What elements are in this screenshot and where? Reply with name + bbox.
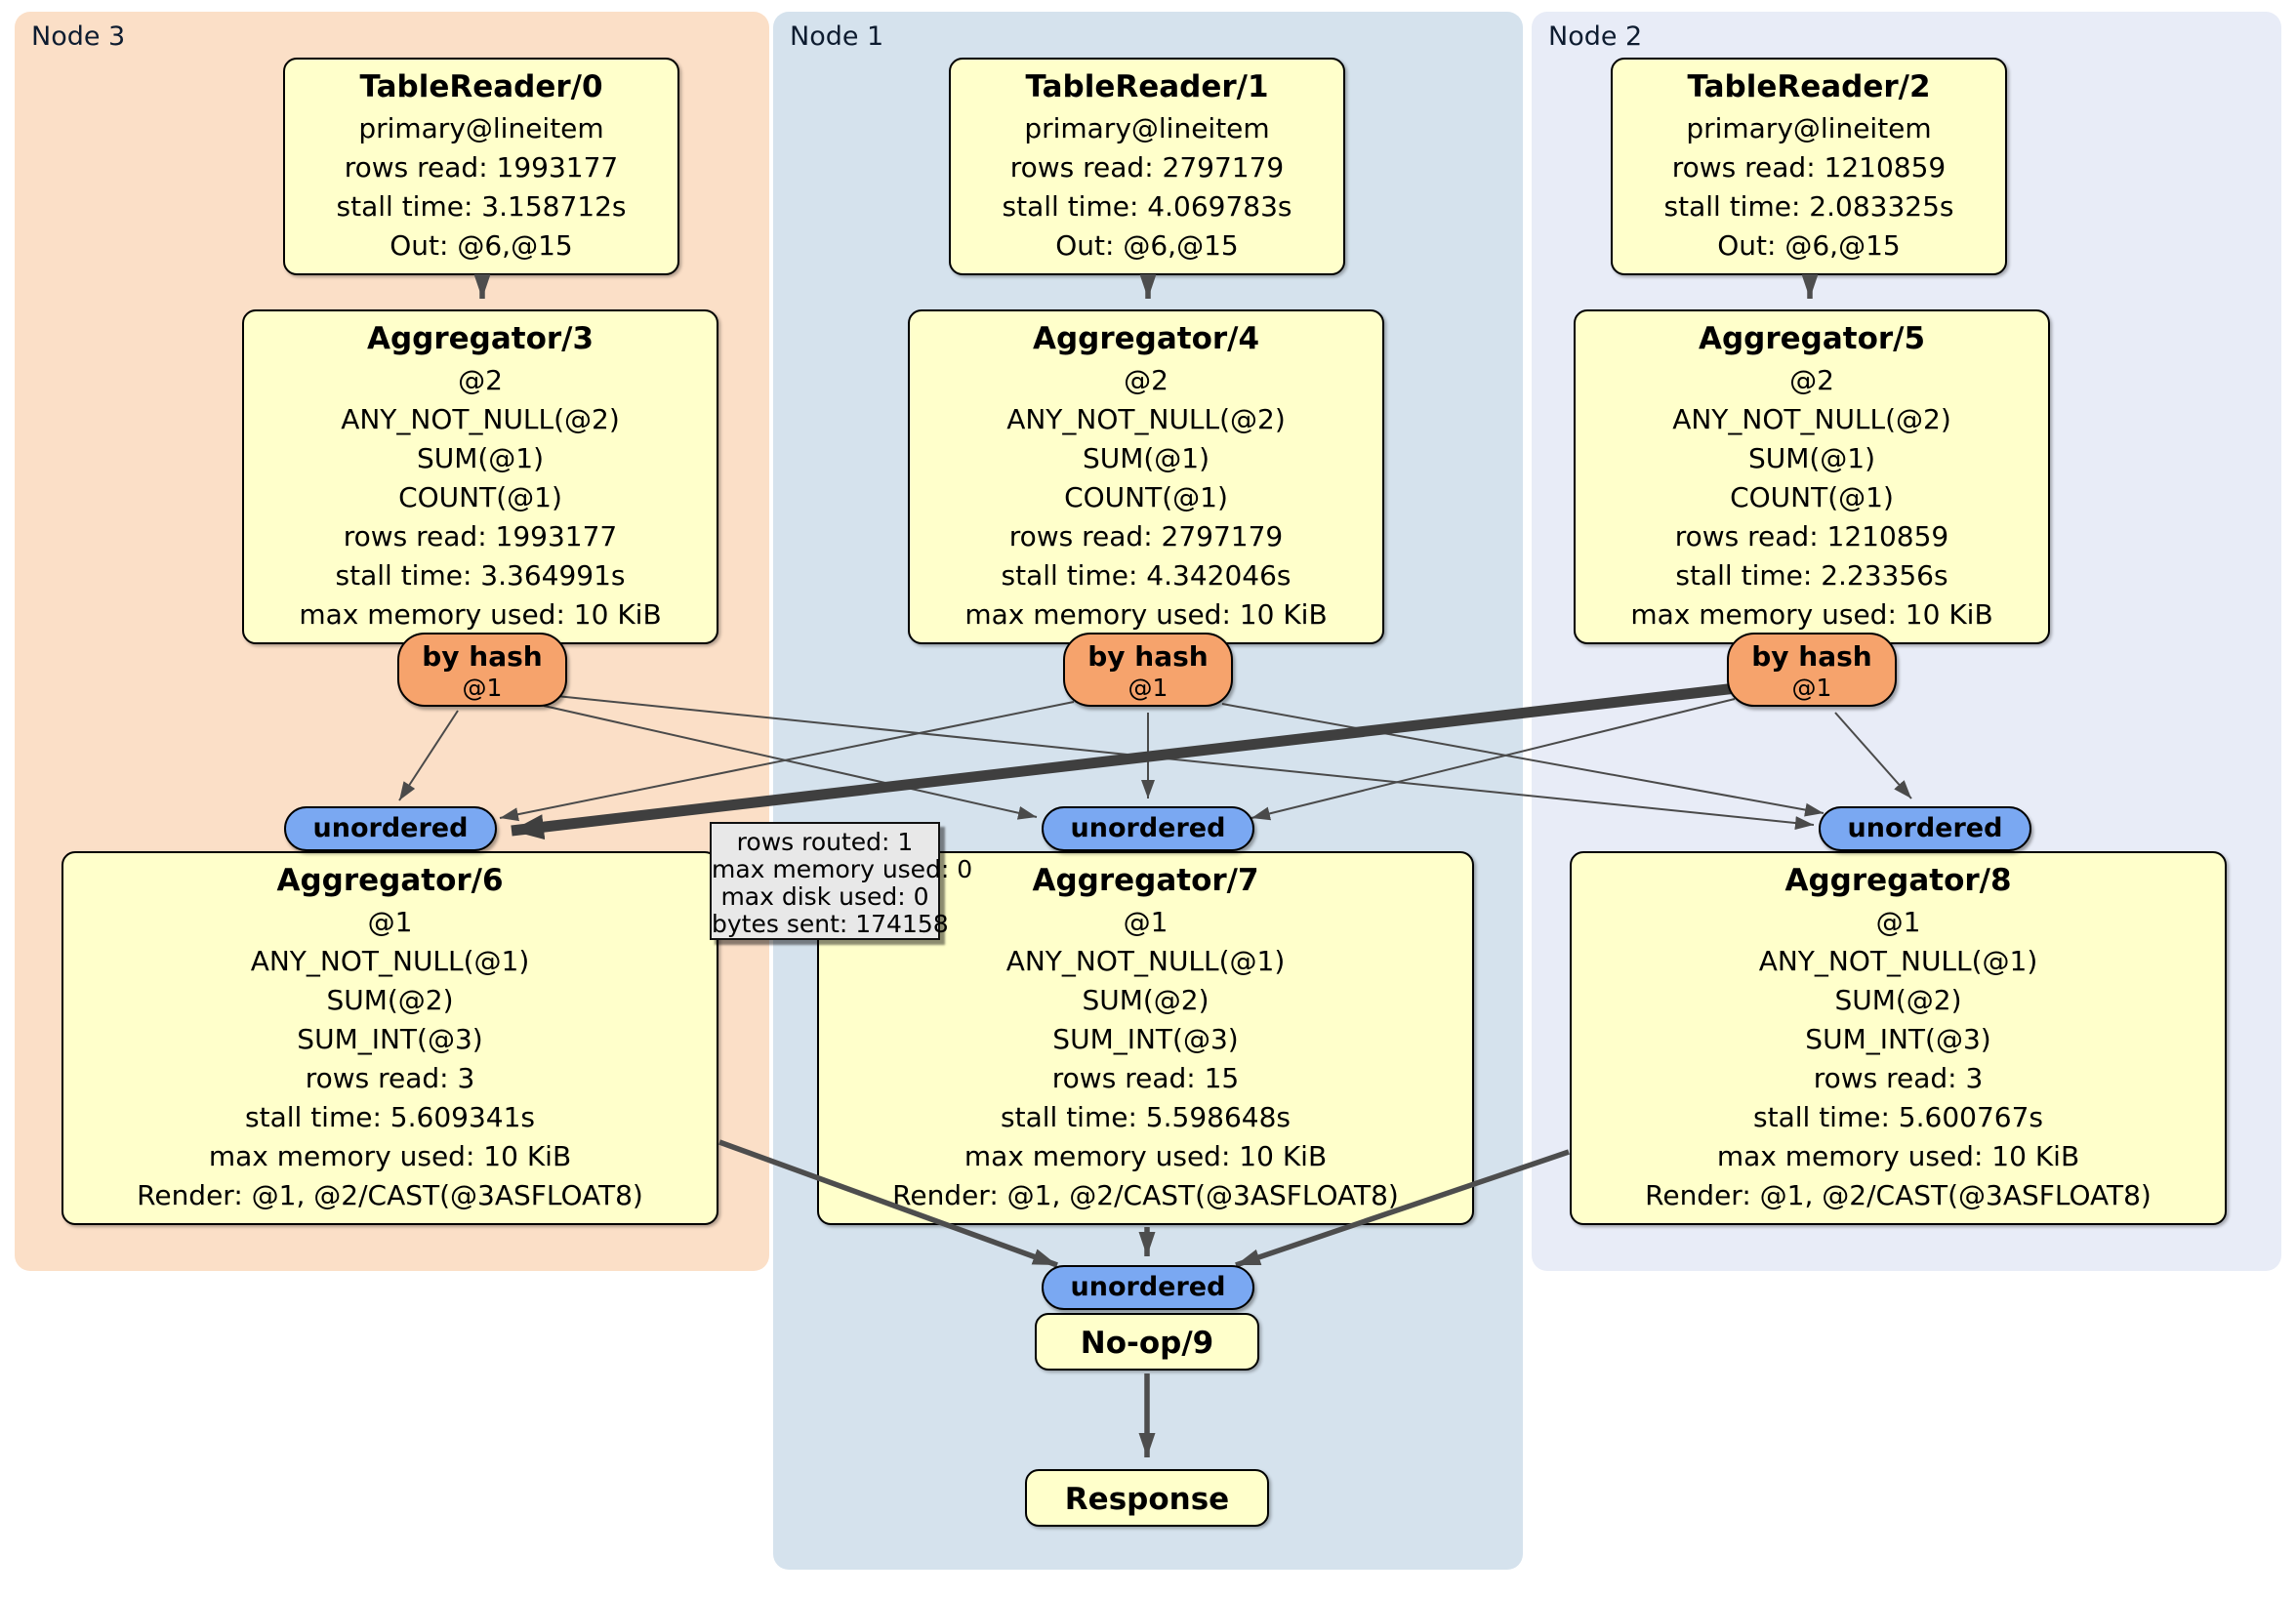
node-noop-9[interactable]: No-op/9	[1035, 1313, 1259, 1371]
box-line: Render: @1, @2/CAST(@3ASFLOAT8)	[137, 1179, 643, 1211]
sync-unordered-node1[interactable]: unordered	[1042, 806, 1254, 851]
box-line: ANY_NOT_NULL(@1)	[1758, 945, 2038, 977]
box-title: Aggregator/7	[1032, 863, 1259, 898]
router-by-hash-node3[interactable]: by hash @1	[397, 633, 567, 707]
box-title: TableReader/2	[1687, 69, 1931, 104]
box-line: Out: @6,@15	[1717, 229, 1901, 262]
box-title: No-op/9	[1080, 1326, 1214, 1361]
box-line: ANY_NOT_NULL(@2)	[341, 403, 620, 435]
box-line: SUM(@1)	[1082, 442, 1210, 474]
box-line: primary@lineitem	[358, 112, 604, 144]
by-hash-label: by hash	[1751, 640, 1872, 673]
box-line: stall time: 5.600767s	[1753, 1101, 2043, 1133]
box-line: max memory used: 10 KiB	[208, 1140, 572, 1172]
box-line: max memory used: 10 KiB	[1716, 1140, 2080, 1172]
box-title: Aggregator/4	[1032, 321, 1260, 356]
box-title: TableReader/1	[1025, 69, 1269, 104]
box-line: max memory used: 10 KiB	[1630, 598, 1993, 631]
box-line: COUNT(@1)	[1730, 481, 1894, 513]
box-line: @1	[1123, 906, 1168, 938]
box-line: Out: @6,@15	[390, 229, 573, 262]
box-line: stall time: 5.609341s	[245, 1101, 535, 1133]
box-line: ANY_NOT_NULL(@2)	[1672, 403, 1951, 435]
box-line: max memory used: 10 KiB	[299, 598, 662, 631]
box-line: max memory used: 10 KiB	[964, 598, 1328, 631]
node-aggregator-4[interactable]: Aggregator/4 @2 ANY_NOT_NULL(@2) SUM(@1)…	[908, 309, 1384, 644]
box-line: rows read: 1210859	[1671, 151, 1947, 184]
by-hash-label: by hash	[422, 640, 543, 673]
box-line: SUM(@1)	[416, 442, 545, 474]
by-hash-column: @1	[1791, 674, 1832, 702]
box-line: rows read: 15	[1051, 1062, 1240, 1094]
node-response[interactable]: Response	[1025, 1469, 1269, 1527]
node-aggregator-8[interactable]: Aggregator/8 @1 ANY_NOT_NULL(@1) SUM(@2)…	[1570, 851, 2227, 1225]
box-title: Aggregator/5	[1698, 321, 1926, 356]
box-line: SUM(@1)	[1747, 442, 1876, 474]
node-aggregator-5[interactable]: Aggregator/5 @2 ANY_NOT_NULL(@2) SUM(@1)…	[1574, 309, 2050, 644]
box-line: @2	[458, 364, 503, 396]
router-by-hash-node2[interactable]: by hash @1	[1727, 633, 1897, 707]
by-hash-label: by hash	[1087, 640, 1209, 673]
box-title: Response	[1064, 1482, 1230, 1517]
box-line: rows read: 1993177	[344, 151, 619, 184]
box-line: stall time: 3.364991s	[335, 559, 626, 592]
box-line: COUNT(@1)	[1064, 481, 1228, 513]
box-line: rows read: 3	[305, 1062, 475, 1094]
box-line: stall time: 5.598648s	[1001, 1101, 1291, 1133]
box-line: rows read: 1993177	[343, 520, 618, 553]
box-line: stall time: 2.083325s	[1663, 190, 1954, 223]
box-line: @1	[1875, 906, 1921, 938]
box-title: TableReader/0	[359, 69, 603, 104]
box-line: stall time: 2.23356s	[1675, 559, 1948, 592]
box-line: Render: @1, @2/CAST(@3ASFLOAT8)	[1645, 1179, 2152, 1211]
box-line: primary@lineitem	[1024, 112, 1270, 144]
node-aggregator-3[interactable]: Aggregator/3 @2 ANY_NOT_NULL(@2) SUM(@1)…	[242, 309, 718, 644]
box-line: @2	[1124, 364, 1168, 396]
box-line: ANY_NOT_NULL(@1)	[1005, 945, 1286, 977]
sync-unordered-node2[interactable]: unordered	[1819, 806, 2031, 851]
box-line: rows read: 1210859	[1674, 520, 1949, 553]
sync-unordered-node3[interactable]: unordered	[284, 806, 497, 851]
node-tablereader-0[interactable]: TableReader/0 primary@lineitem rows read…	[283, 58, 679, 275]
box-line: Out: @6,@15	[1055, 229, 1239, 262]
node-aggregator-6[interactable]: Aggregator/6 @1 ANY_NOT_NULL(@1) SUM(@2)…	[62, 851, 718, 1225]
box-line: SUM(@2)	[1834, 984, 1962, 1016]
box-line: SUM(@2)	[1082, 984, 1210, 1016]
box-title: Aggregator/3	[366, 321, 594, 356]
box-line: stall time: 4.069783s	[1002, 190, 1292, 223]
box-line: rows read: 2797179	[1008, 520, 1284, 553]
box-line: @1	[367, 906, 413, 938]
box-line: SUM_INT(@3)	[1805, 1023, 1991, 1055]
panel-label-node-2: Node 2	[1548, 21, 1643, 52]
box-line: Render: @1, @2/CAST(@3ASFLOAT8)	[892, 1179, 1399, 1211]
box-line: SUM(@2)	[326, 984, 454, 1016]
by-hash-column: @1	[1128, 674, 1168, 702]
node-tablereader-2[interactable]: TableReader/2 primary@lineitem rows read…	[1611, 58, 2007, 275]
box-line: stall time: 3.158712s	[336, 190, 627, 223]
tooltip-line: max memory used: 0	[712, 855, 973, 883]
tooltip-line: rows routed: 1	[736, 828, 914, 856]
box-line: rows read: 3	[1813, 1062, 1984, 1094]
box-line: SUM_INT(@3)	[297, 1023, 483, 1055]
panel-label-node-1: Node 1	[790, 21, 884, 52]
node-tablereader-1[interactable]: TableReader/1 primary@lineitem rows read…	[949, 58, 1345, 275]
box-line: ANY_NOT_NULL(@2)	[1006, 403, 1286, 435]
box-line: SUM_INT(@3)	[1052, 1023, 1239, 1055]
box-line: primary@lineitem	[1686, 112, 1932, 144]
box-line: @2	[1789, 364, 1834, 396]
box-line: max memory used: 10 KiB	[964, 1140, 1328, 1172]
box-line: rows read: 2797179	[1009, 151, 1285, 184]
by-hash-column: @1	[462, 674, 503, 702]
tooltip-line: max disk used: 0	[720, 882, 929, 911]
sync-unordered-final[interactable]: unordered	[1042, 1265, 1254, 1310]
stream-tooltip: rows routed: 1 max memory used: 0 max di…	[710, 822, 973, 940]
box-title: Aggregator/6	[276, 863, 504, 898]
panel-label-node-3: Node 3	[31, 21, 126, 52]
box-line: stall time: 4.342046s	[1001, 559, 1292, 592]
box-title: Aggregator/8	[1784, 863, 2012, 898]
router-by-hash-node1[interactable]: by hash @1	[1063, 633, 1233, 707]
box-line: COUNT(@1)	[398, 481, 562, 513]
box-line: ANY_NOT_NULL(@1)	[250, 945, 530, 977]
tooltip-line: bytes sent: 174158	[712, 910, 949, 938]
